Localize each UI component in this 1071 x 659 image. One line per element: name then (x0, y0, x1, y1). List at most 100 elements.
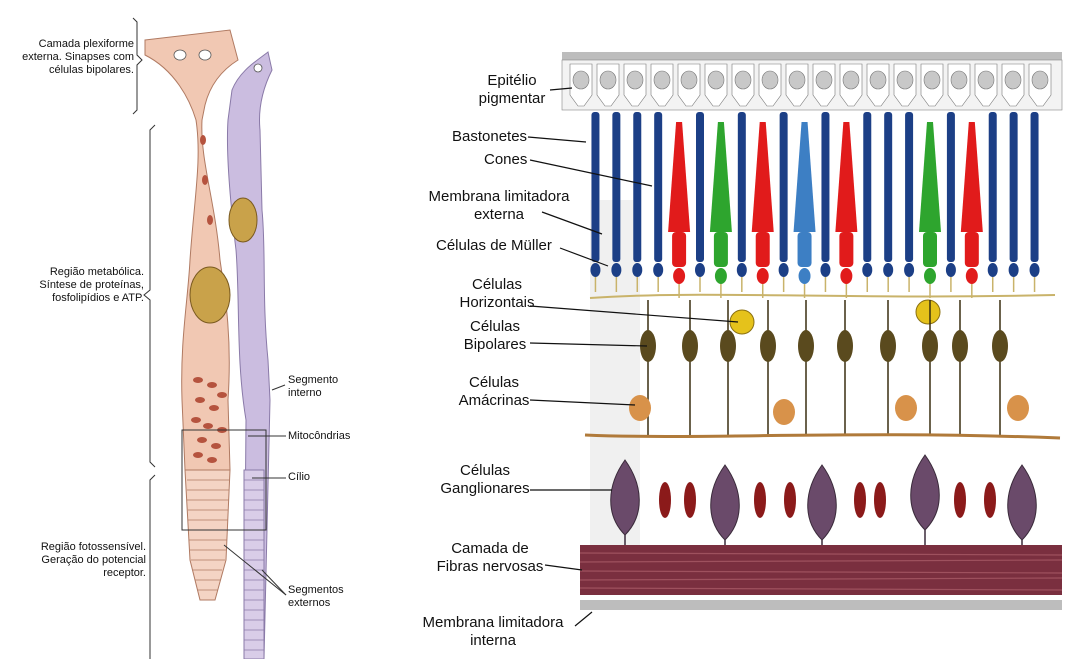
cone-red-nucleus-dot (840, 268, 852, 284)
label-muller-cells: Células de Müller (436, 237, 552, 255)
pigment-granule (789, 71, 805, 89)
rod-nucleus-dot (820, 263, 830, 277)
bipolar-cell (720, 330, 736, 362)
label-horizontal-cells: Células Horizontais (452, 276, 542, 312)
rod-photoreceptor (1010, 112, 1018, 262)
label-inner-limiting-membrane: Membrana limitadora interna (414, 614, 572, 650)
cone-blue-photoreceptor (794, 122, 816, 232)
label-rods: Bastonetes (452, 128, 527, 146)
label-ganglion-cells: Células Ganglionares (432, 462, 538, 498)
bipolar-cell (798, 330, 814, 362)
label-ganglion-line1: Células (432, 462, 538, 480)
ganglion-cell (711, 465, 740, 540)
bipolar-cell (952, 330, 968, 362)
displaced-cell (754, 482, 766, 518)
pigment-granule (1032, 71, 1048, 89)
cone-red-nucleus-dot (966, 268, 978, 284)
label-mitochondria: Mitocôndrias (288, 430, 350, 443)
cone-red-inner-segment (965, 232, 979, 267)
label-pigment-line2: pigmentar (472, 90, 552, 108)
label-metabolic-line3: fosfolipídios e ATP. (6, 292, 144, 305)
label-amacrine-line2: Amácrinas (446, 392, 542, 410)
displaced-cell (874, 482, 886, 518)
cone-red-photoreceptor (961, 122, 983, 232)
cone-green-nucleus-dot (715, 268, 727, 284)
cone-red-inner-segment (839, 232, 853, 267)
label-metabolic: Região metabólica. Síntese de proteínas,… (6, 266, 144, 306)
rod-photoreceptor (821, 112, 829, 262)
label-photosensitive-line3: receptor. (6, 567, 146, 580)
rod-photoreceptor (738, 112, 746, 262)
rod-photoreceptor (905, 112, 913, 262)
cone-red-inner-segment (672, 232, 686, 267)
leader-rods (528, 137, 586, 142)
rod-nucleus-dot (904, 263, 914, 277)
displaced-cell (954, 482, 966, 518)
rod-photoreceptor (947, 112, 955, 262)
cone-green-photoreceptor (919, 122, 941, 232)
label-bipolar-line2: Bipolares (450, 336, 540, 354)
leader-ilm (575, 612, 592, 626)
pigment-granule (681, 71, 697, 89)
pigment-granule (951, 71, 967, 89)
label-bipolar-line1: Células (450, 318, 540, 336)
label-amacrine-cells: Células Amácrinas (446, 374, 542, 410)
cone-green-nucleus-dot (924, 268, 936, 284)
ganglion-cell (911, 455, 940, 530)
pigment-granule (1005, 71, 1021, 89)
rod-nucleus-dot (737, 263, 747, 277)
rod-photoreceptor (654, 112, 662, 262)
rod-nucleus (229, 198, 257, 242)
rod-nucleus-dot (862, 263, 872, 277)
label-outer-segments-line1: Segmentos (288, 584, 344, 597)
rod-photoreceptor (612, 112, 620, 262)
horizontal-cell (916, 300, 940, 324)
label-cones: Cones (484, 151, 527, 169)
displaced-cell (984, 482, 996, 518)
cone-blue-inner-segment (798, 232, 812, 267)
pigment-granule (870, 71, 886, 89)
cone-blue-nucleus-dot (799, 268, 811, 284)
amacrine-cell (773, 399, 795, 425)
displaced-cell (854, 482, 866, 518)
label-pigment-line1: Epitélio (472, 72, 552, 90)
rod-nucleus-dot (883, 263, 893, 277)
pigment-granule (843, 71, 859, 89)
cone-red-photoreceptor (668, 122, 690, 232)
cone-red-nucleus-dot (673, 268, 685, 284)
bipolar-cell (922, 330, 938, 362)
pigment-granule (762, 71, 778, 89)
label-horizontal-line2: Horizontais (452, 294, 542, 312)
rod-nucleus-dot (611, 263, 621, 277)
bipolar-cell (880, 330, 896, 362)
top-border-bar (562, 52, 1062, 60)
cone-green-inner-segment (923, 232, 937, 267)
label-nerve-fiber-layer: Camada de Fibras nervosas (430, 540, 550, 576)
leader-inner-segment (272, 385, 285, 390)
cone-outer-segment (185, 470, 230, 600)
label-nerve-fiber-line2: Fibras nervosas (430, 558, 550, 576)
displaced-cell (659, 482, 671, 518)
pigment-granule (627, 71, 643, 89)
cone-nucleus (190, 267, 230, 323)
label-amacrine-line1: Células (446, 374, 542, 392)
label-photosensitive-line2: Geração do potencial (6, 554, 146, 567)
label-plexiform: Camada plexiforme externa. Sinapses com … (10, 38, 134, 78)
ganglion-cell (808, 465, 837, 540)
label-horizontal-line1: Células (452, 276, 542, 294)
rod-nucleus-dot (1030, 263, 1040, 277)
rod-photoreceptor (884, 112, 892, 262)
bracket-plexiform (133, 18, 142, 114)
pigment-granule (816, 71, 832, 89)
label-inner-segment-line1: Segmento (288, 374, 338, 387)
label-ganglion-line2: Ganglionares (432, 480, 538, 498)
amacrine-cell (895, 395, 917, 421)
cone-cell (145, 30, 238, 470)
label-outer-limiting-membrane: Membrana limitadora externa (424, 188, 574, 224)
bipolar-cell (760, 330, 776, 362)
label-inner-segment-line2: interno (288, 387, 338, 400)
displaced-cell (784, 482, 796, 518)
rod-photoreceptor (989, 112, 997, 262)
leader-nerve-fiber (545, 565, 582, 570)
rod-photoreceptor (696, 112, 704, 262)
